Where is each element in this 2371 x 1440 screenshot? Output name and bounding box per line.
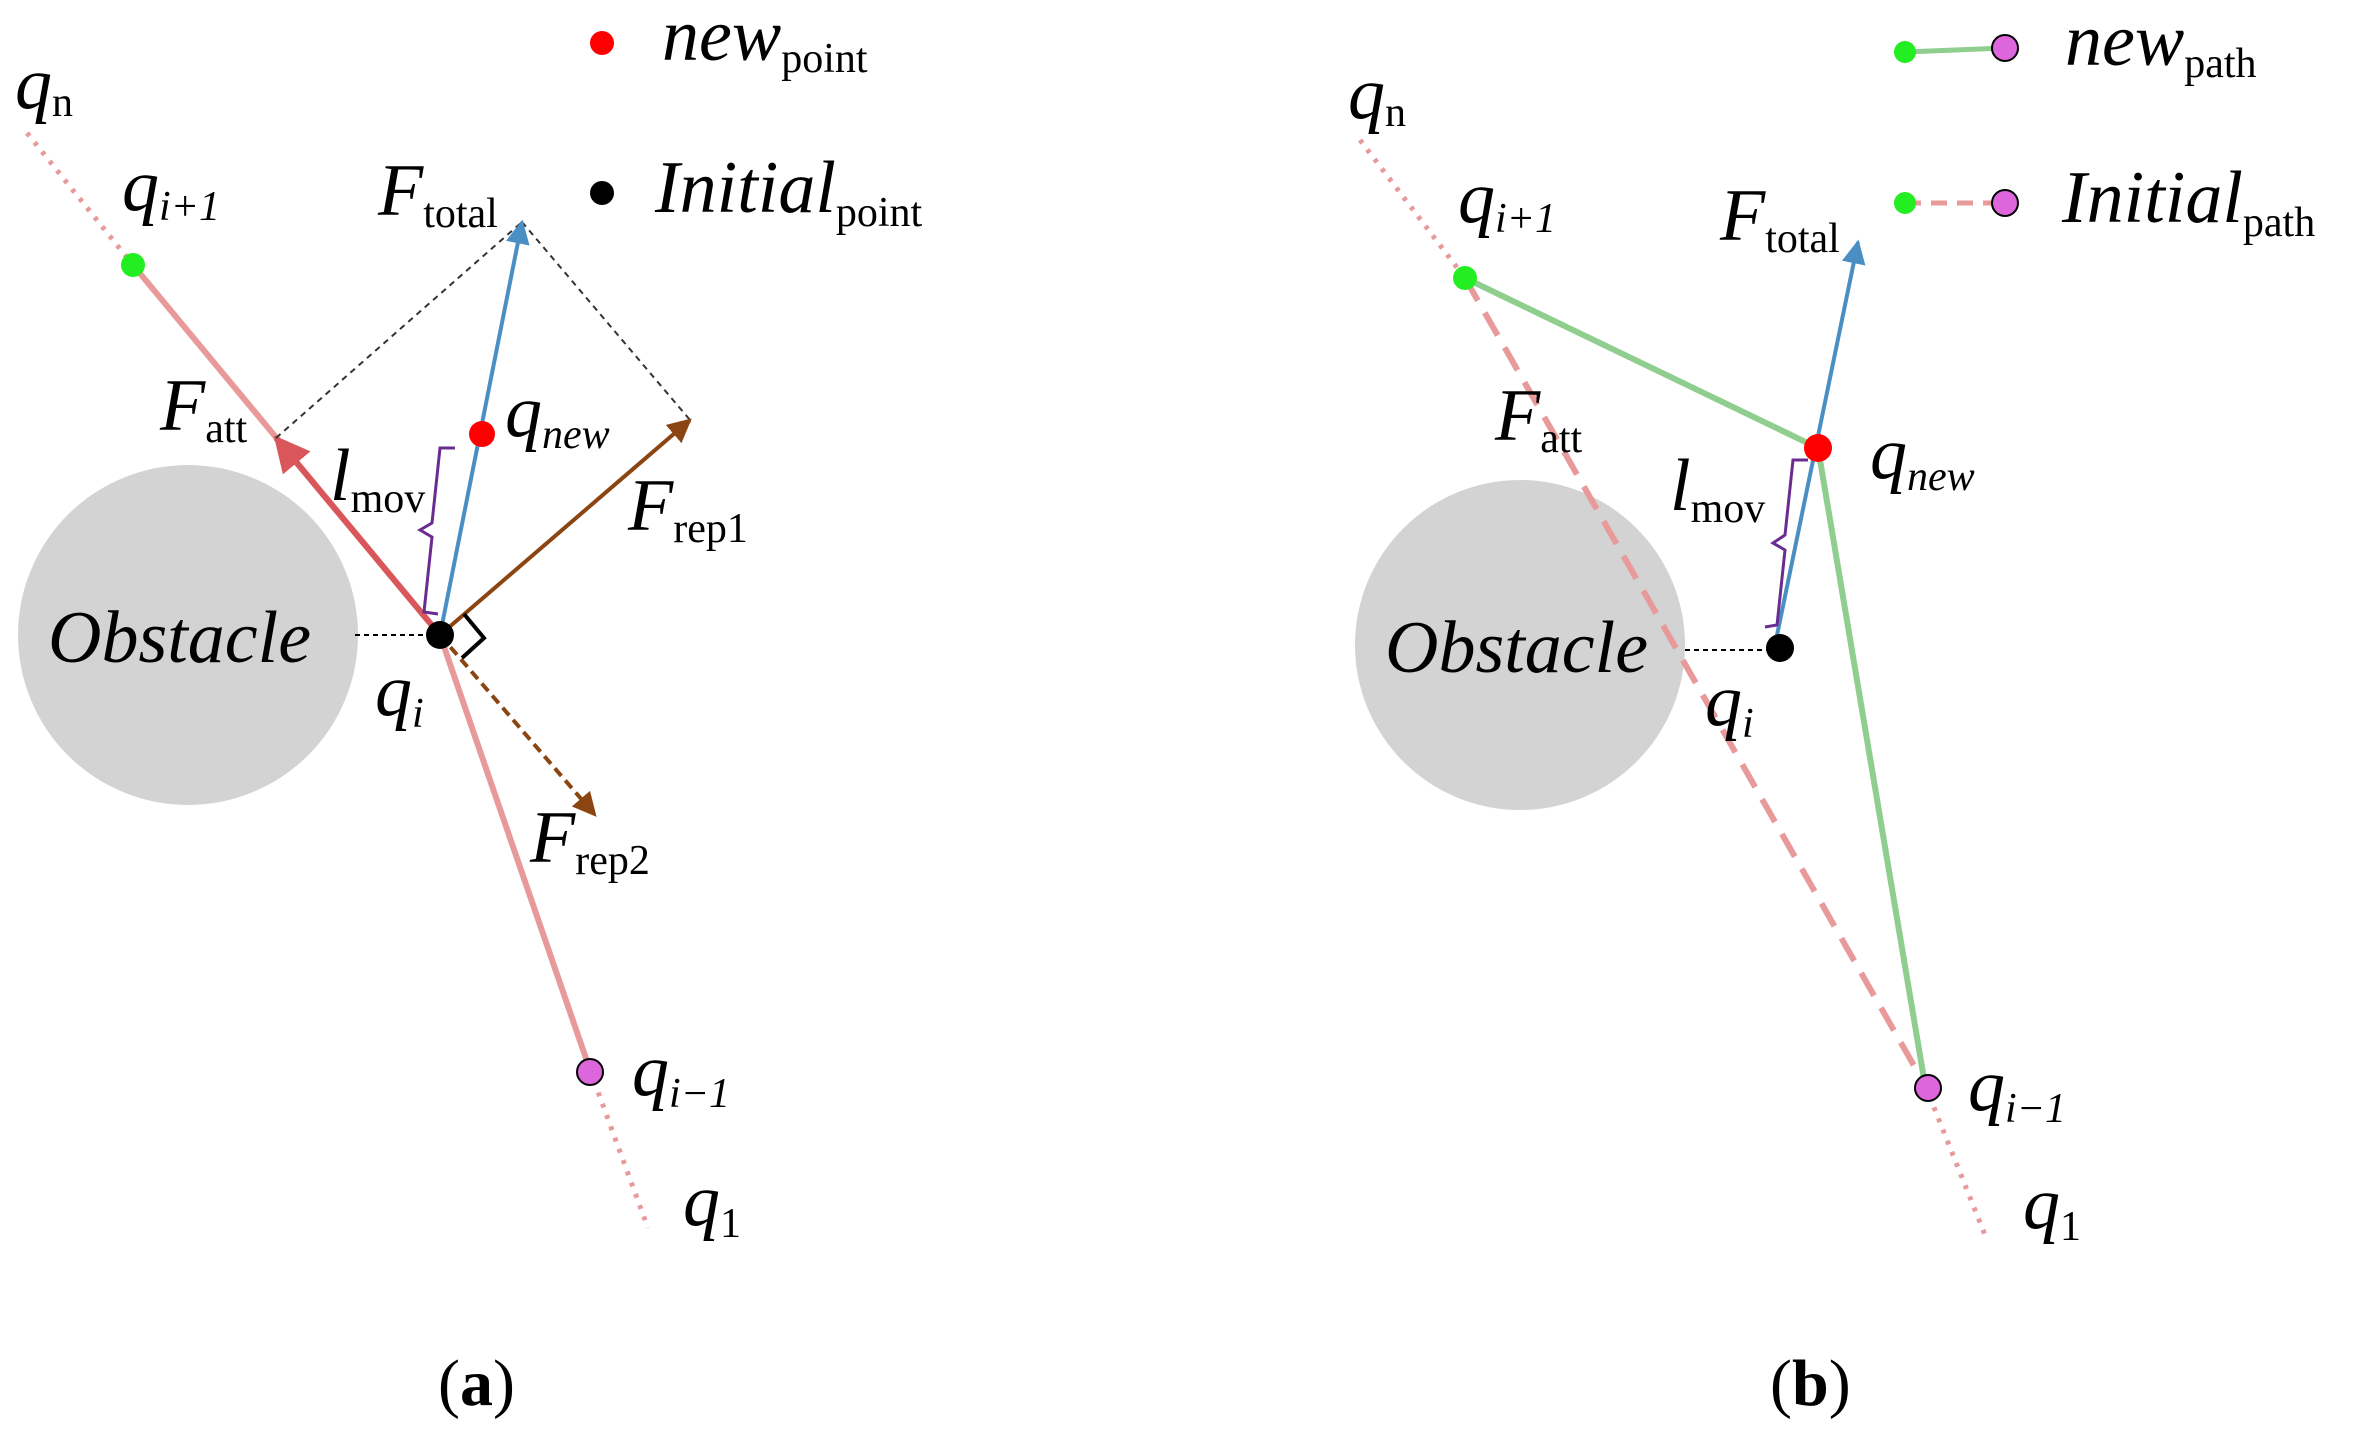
legend-initial-path-label: Initialpath xyxy=(2061,157,2315,246)
initial-path-segment-lower xyxy=(437,634,593,1071)
label-f-rep1: Frep1 xyxy=(627,465,748,552)
legend-initial-point-marker xyxy=(590,181,614,205)
q-i-point xyxy=(426,621,454,649)
caption-b: (b) xyxy=(1770,1347,1851,1420)
repulsion-force-1-arrow xyxy=(438,418,692,637)
label-l-mov: lmov xyxy=(1670,445,1765,532)
label-f-att: Fatt xyxy=(159,365,248,452)
repulsion-force-2-arrow xyxy=(438,633,597,817)
initial-path-dashed xyxy=(1462,276,1928,1087)
q-new-point xyxy=(1804,434,1832,462)
q-i-minus-1-point xyxy=(1914,1074,1942,1102)
label-l-mov: lmov xyxy=(330,435,425,522)
q-i-plus-1-point xyxy=(1453,266,1477,290)
attraction-force-arrow xyxy=(273,435,443,637)
obstacle-circle xyxy=(18,465,358,805)
label-q-1: q1 xyxy=(2023,1163,2081,1250)
panel-b: Obstacle newpath Initialpath qn qi+1 Fto… xyxy=(1348,0,2315,1420)
initial-path-dotted-end-n xyxy=(1358,138,1467,280)
label-q-i-plus-1: qi+1 xyxy=(122,145,220,230)
label-q-i-minus-1: qi−1 xyxy=(1968,1045,2066,1132)
label-q-1: q1 xyxy=(683,1160,741,1247)
obstacle-label: Obstacle xyxy=(1385,607,1648,689)
legend-initial-path-start xyxy=(1894,192,1916,214)
legend-new-point-marker xyxy=(590,31,614,55)
right-angle-marker xyxy=(460,612,487,660)
legend-new-path-end xyxy=(1991,34,2019,62)
obstacle-label: Obstacle xyxy=(48,597,311,679)
label-q-i-minus-1: qi−1 xyxy=(632,1030,730,1117)
legend-new-path-line xyxy=(1904,45,2006,55)
legend-initial-path-end xyxy=(1991,189,2019,217)
label-q-new: qnew xyxy=(505,371,610,458)
q-i-minus-1-point xyxy=(576,1058,604,1086)
q-new-point xyxy=(469,421,495,447)
label-q-i: qi xyxy=(375,650,424,737)
legend-new-point-label: newpoint xyxy=(662,0,868,82)
q-i-plus-1-point xyxy=(121,253,145,277)
initial-path-dotted-end-1 xyxy=(587,1069,651,1229)
caption-a: (a) xyxy=(438,1347,515,1420)
legend-new-path-label: newpath xyxy=(2065,0,2257,87)
label-q-n: qn xyxy=(1348,53,1406,136)
label-q-i-plus-1: qi+1 xyxy=(1458,157,1556,242)
initial-path-dotted-end-n xyxy=(25,131,135,267)
legend-initial-point-label: Initialpoint xyxy=(654,147,923,236)
label-f-total: Ftotal xyxy=(1719,175,1840,262)
panel-a: Obstacle newpoint Initialpo xyxy=(15,0,923,1420)
l-mov-brace xyxy=(417,446,455,616)
initial-path-dotted-end-1 xyxy=(1922,1084,1988,1236)
label-f-total: Ftotal xyxy=(377,150,498,237)
obstacle-circle xyxy=(1355,480,1685,810)
q-i-point xyxy=(1766,634,1794,662)
legend-new-path-start xyxy=(1894,41,1916,63)
parallelogram-edge-2 xyxy=(521,221,691,421)
l-mov-brace xyxy=(1764,458,1808,629)
label-q-n: qn xyxy=(15,43,73,126)
label-q-i: qi xyxy=(1705,660,1754,747)
label-f-rep2: Frep2 xyxy=(529,797,650,884)
label-f-att: Fatt xyxy=(1494,375,1583,462)
label-q-new: qnew xyxy=(1870,413,1975,500)
